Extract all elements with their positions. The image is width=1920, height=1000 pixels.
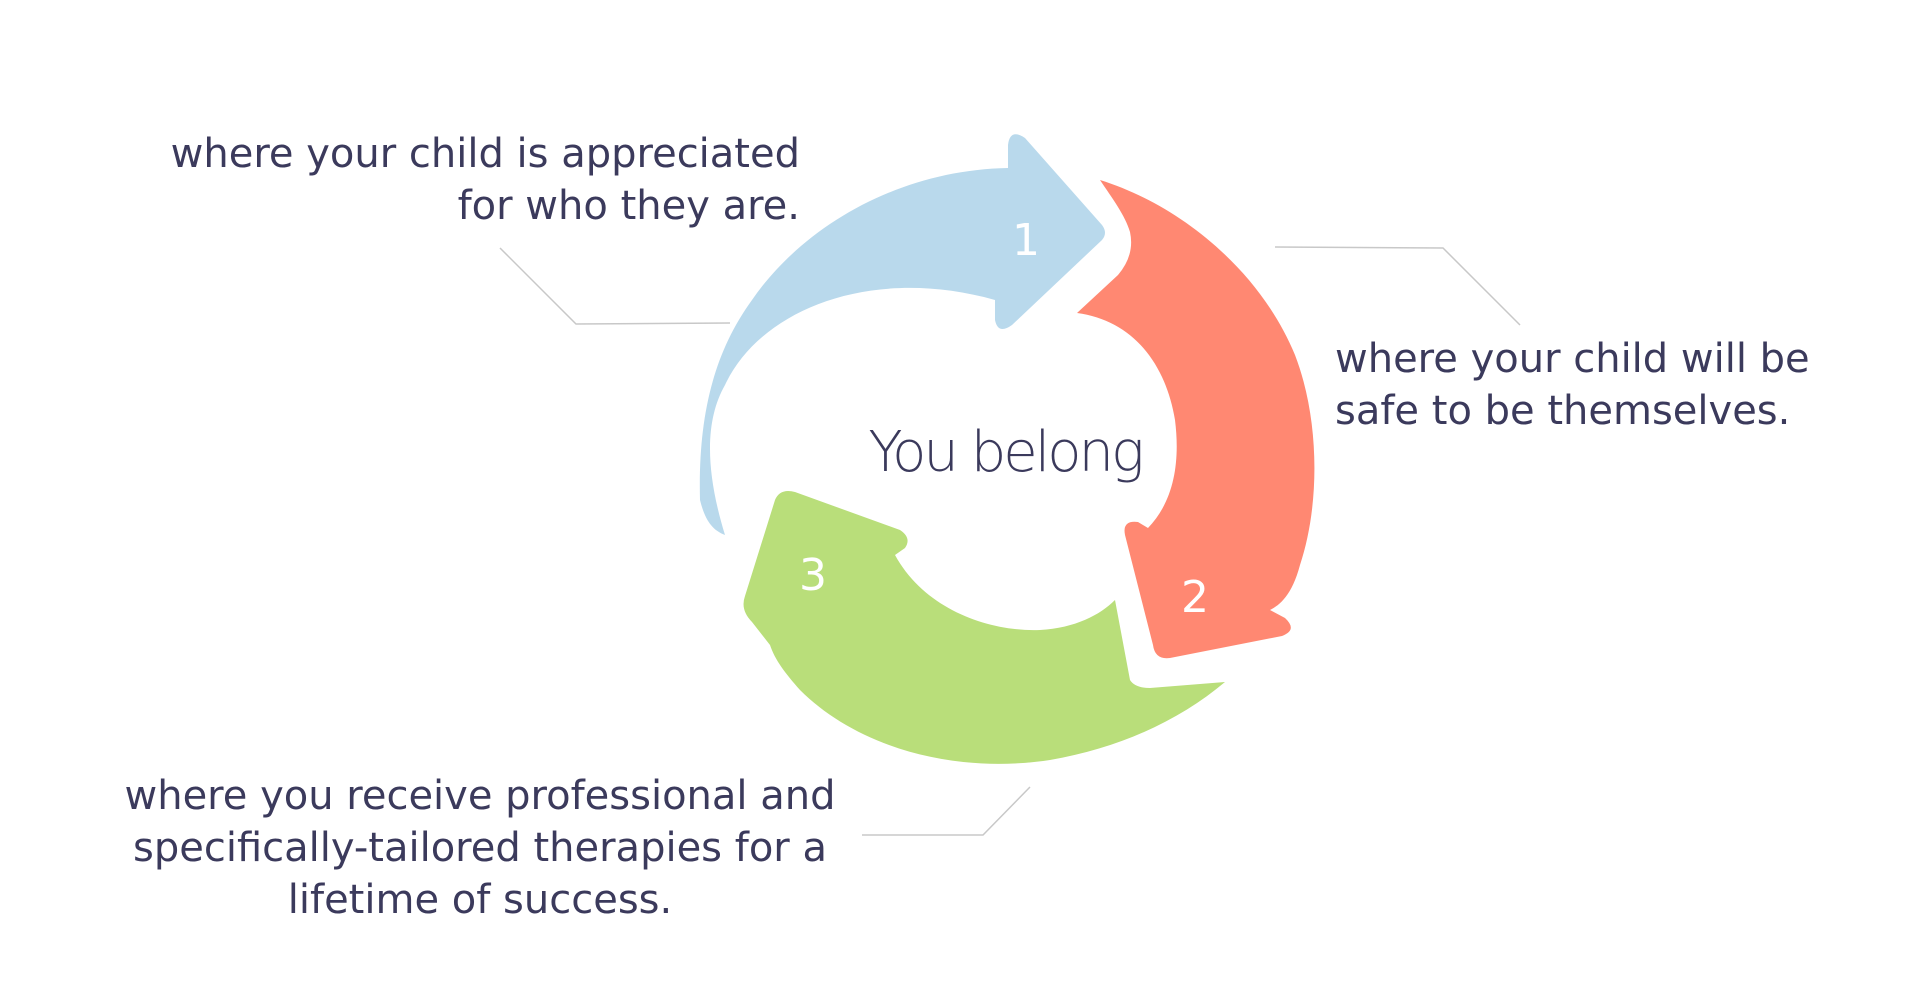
caption-line: where you receive professional and [124,773,836,819]
caption-line: for who they are. [457,183,800,229]
step-caption-2: where your child will be safe to be them… [1335,333,1895,437]
step-caption-1: where your child is appreciated for who … [100,128,800,232]
arrow-segment-1 [699,134,1105,535]
leader-line-2 [1274,246,1521,326]
caption-line: specifically-tailored therapies for a [133,825,827,871]
step-caption-3: where you receive professional and speci… [90,770,870,926]
leader-line-1 [499,247,731,325]
arrow-segment-3 [743,491,1225,764]
center-label: You belong [868,420,1144,485]
step-number-1: 1 [1012,215,1040,266]
caption-line: where your child will be [1335,336,1810,382]
step-number-2: 2 [1181,572,1209,623]
caption-line: where your child is appreciated [170,131,800,177]
caption-line: lifetime of success. [287,877,673,923]
leader-line-3 [862,786,1031,836]
caption-line: safe to be themselves. [1335,388,1791,434]
step-number-3: 3 [799,550,827,601]
arrow-segment-2 [1077,180,1315,659]
